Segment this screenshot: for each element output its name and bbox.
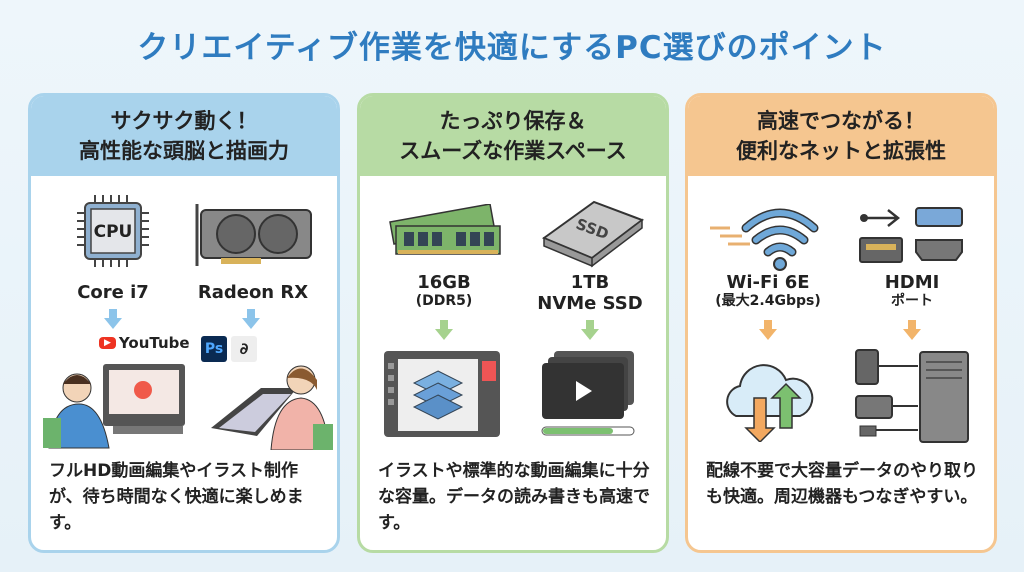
arrow-icon	[581, 329, 599, 340]
panel-performance: サクサク動く！ 高性能な頭脳と描画力 CPU Core i7 Radeon RX…	[28, 93, 340, 553]
photoshop-icon: Ps	[201, 336, 227, 362]
spec-value: HDMI	[884, 272, 940, 293]
spec-value: Wi-Fi 6E	[726, 272, 810, 293]
page-title: クリエイティブ作業を快適にするPC選びのポイント	[137, 30, 887, 66]
spec-wifi: Wi-Fi 6E(最大2.4Gbps)	[698, 272, 838, 310]
drawing-app-illustration	[384, 351, 500, 437]
heading-line: 高性能な頭脳と描画力	[79, 139, 289, 163]
spec-sub: (最大2.4Gbps)	[715, 293, 821, 309]
arrow-icon	[440, 320, 448, 330]
wifi-icon	[710, 208, 819, 271]
ssd-icon: SSD	[541, 200, 645, 268]
video-files-illustration	[541, 351, 635, 436]
arrow-icon	[764, 320, 772, 330]
heading-line: スムーズな作業スペース	[399, 139, 627, 163]
panel-heading: たっぷり保存＆ スムーズな作業スペース	[360, 96, 666, 176]
gpu-icon	[195, 204, 312, 266]
arrow-icon	[104, 318, 122, 329]
youtube-label: YouTube	[118, 334, 190, 352]
youtube-logo: ▶ YouTube	[99, 334, 190, 352]
ram-icon	[389, 204, 501, 255]
spec-value: 1TB	[570, 272, 610, 293]
panel-description: 配線不要で大容量データのやり取りも快適。周辺機器もつなぎやすい。	[706, 461, 978, 507]
panel-heading: サクサク動く！ 高性能な頭脳と描画力	[31, 96, 337, 176]
pc-peripherals-icon	[855, 349, 969, 443]
cpu-label: CPU	[94, 222, 133, 242]
arrow-icon	[586, 320, 594, 330]
arrow-icon	[908, 320, 916, 330]
spec-gpu: Radeon RX	[197, 282, 309, 303]
heading-line: たっぷり保存＆	[439, 109, 587, 133]
arrow-icon	[903, 329, 921, 340]
spec-ram: 16GB(DDR5)	[374, 272, 514, 310]
arrow-icon	[242, 318, 260, 329]
spec-cpu: Core i7	[77, 282, 149, 303]
ports-icon	[859, 207, 963, 263]
arrow-icon	[759, 329, 777, 340]
spec-value: 16GB	[417, 272, 471, 293]
usb-symbol	[864, 209, 901, 227]
arrow-icon	[109, 309, 117, 319]
panel-connectivity: 高速でつながる！ 便利なネットと拡張性 Wi-Fi 6E(最大2.4Gbps) …	[685, 93, 997, 553]
clip-studio-icon: ∂	[231, 336, 257, 362]
cpu-icon: CPU	[77, 195, 149, 267]
arrow-icon	[247, 309, 255, 319]
spec-sub: ポート	[891, 293, 933, 309]
play-icon: ▶	[99, 337, 116, 349]
panel-description: イラストや標準的な動画編集に十分な容量。データの読み書きも高速です。	[378, 461, 650, 533]
heading-line: サクサク動く！	[110, 109, 258, 133]
heading-line: 便利なネットと拡張性	[736, 139, 946, 163]
spec-sub: (DDR5)	[415, 293, 473, 309]
heading-line: 高速でつながる！	[757, 109, 925, 133]
panel-description: フルHD動画編集やイラスト制作が、待ち時間なく快適に楽しめます。	[49, 461, 304, 533]
panel-heading: 高速でつながる！ 便利なネットと拡張性	[688, 96, 994, 176]
spec-sub: NVMe SSD	[537, 293, 643, 314]
creators-illustration	[43, 364, 333, 450]
arrow-icon	[435, 329, 453, 340]
cloud-transfer-icon	[726, 364, 814, 442]
